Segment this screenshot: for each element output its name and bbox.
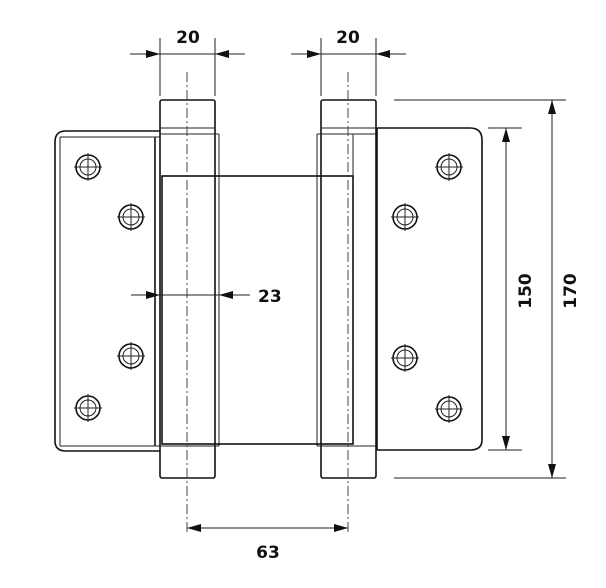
centerlines xyxy=(186,72,349,532)
dim-label-left-knuckle: 20 xyxy=(176,28,200,48)
screw-hole-icon xyxy=(391,203,419,231)
dimension-right-knuckle: 20 xyxy=(291,28,406,96)
dim-label-right-knuckle: 20 xyxy=(336,28,360,48)
dim-label-inner-height: 150 xyxy=(516,273,536,309)
right-leaf xyxy=(376,127,483,451)
screw-hole-icon xyxy=(435,395,463,423)
screw-hole-icon xyxy=(117,203,145,231)
right-knuckle xyxy=(316,99,377,479)
left-knuckle xyxy=(159,99,220,479)
dim-label-outer-height: 170 xyxy=(561,273,581,309)
dim-label-pin-distance: 63 xyxy=(256,543,280,563)
screw-hole-icon xyxy=(435,153,463,181)
dimension-inner-height: 150 xyxy=(488,127,536,451)
dimension-left-knuckle: 20 xyxy=(130,28,245,96)
screw-hole-icon xyxy=(117,342,145,370)
dim-label-offset: 23 xyxy=(258,287,282,307)
screw-hole-icon xyxy=(74,394,102,422)
dimension-outer-height: 170 xyxy=(394,99,581,479)
center-plate xyxy=(161,134,354,445)
screw-hole-icon xyxy=(74,153,102,181)
screw-holes xyxy=(74,153,463,423)
left-leaf xyxy=(54,130,160,452)
screw-hole-icon xyxy=(391,344,419,372)
dimension-pin-distance: 63 xyxy=(187,524,348,563)
dimension-offset: 23 xyxy=(131,287,282,307)
